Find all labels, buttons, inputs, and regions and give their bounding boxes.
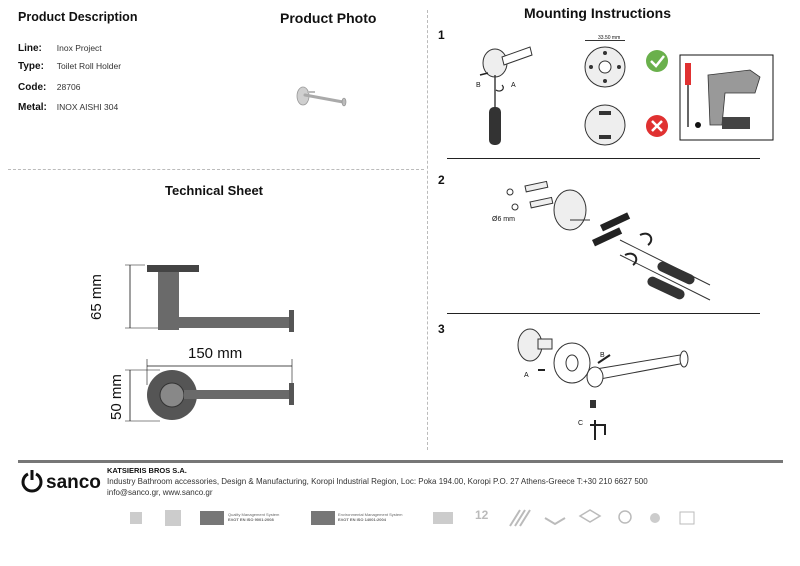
step-divider-2 (447, 313, 760, 314)
step-3-number: 3 (438, 322, 445, 336)
spec-code-value: 28706 (56, 82, 81, 92)
cert-quality-line1: Quality Management System (228, 512, 280, 517)
spec-line-value: Inox Project (56, 43, 102, 53)
dim-height-bottom: 50 mm (108, 374, 125, 420)
cert-env-line1: Environmental Management System (338, 512, 403, 517)
label-c-step3: C (578, 420, 584, 427)
mounting-instructions-title: Mounting Instructions (524, 5, 671, 21)
step-2-illustration (506, 180, 711, 301)
years-badge: 12 (475, 508, 489, 522)
label-b-step1: B (476, 82, 481, 89)
company-address: Industry Bathroom accessories, Design & … (107, 477, 648, 486)
spec-metal-label: Metal: (18, 102, 47, 113)
footer-bar (18, 460, 783, 463)
step-1-number: 1 (438, 28, 445, 42)
dim-flange: 33.50 mm (598, 35, 621, 41)
spec-metal: Metal: INOX AISHI 304 (18, 102, 118, 113)
product-photo (296, 86, 347, 107)
spec-type-value: Toilet Roll Holder (56, 61, 122, 71)
vertical-divider (427, 10, 428, 450)
dim-height-top: 65 mm (88, 274, 105, 320)
step-2-number: 2 (438, 173, 445, 187)
technical-sheet-title: Technical Sheet (165, 183, 264, 198)
cert-quality-line2: ΕΛΟΤ ΕΝ ISO 9001:2008 (228, 517, 274, 522)
horizontal-divider-left (8, 169, 424, 170)
label-a-step3: A (524, 372, 529, 379)
spec-line-label: Line: (18, 43, 42, 54)
spec-type-label: Type: (18, 61, 44, 72)
brand-name: sanco (46, 472, 101, 493)
label-b-step3: B (600, 352, 605, 359)
technical-drawing (125, 264, 294, 422)
label-a-step1: A (511, 82, 516, 89)
spec-line: Line: Inox Project (18, 43, 102, 54)
company-web: info@sanco.gr, www.sanco.gr (107, 488, 213, 497)
company-name: KATSIERIS BROS S.A. (107, 466, 187, 475)
spec-metal-value: INOX AISHI 304 (56, 102, 119, 112)
sanco-logo-icon (21, 470, 43, 493)
step-divider-1 (447, 158, 760, 159)
step-1-illustration (479, 40, 774, 146)
spec-type: Type: Toilet Roll Holder (18, 61, 121, 72)
spec-code-label: Code: (18, 82, 47, 93)
dim-width: 150 mm (188, 345, 243, 362)
dim-drill: Ø6 mm (492, 216, 515, 223)
spec-code: Code: 28706 (18, 82, 80, 93)
certifications-strip (130, 509, 695, 527)
product-photo-title: Product Photo (280, 10, 377, 26)
product-description-title: Product Description (18, 10, 138, 24)
cert-env-line2: ΕΛΟΤ ΕΝ ISO 14001:2004 (338, 517, 386, 522)
step-3-illustration (517, 328, 689, 440)
